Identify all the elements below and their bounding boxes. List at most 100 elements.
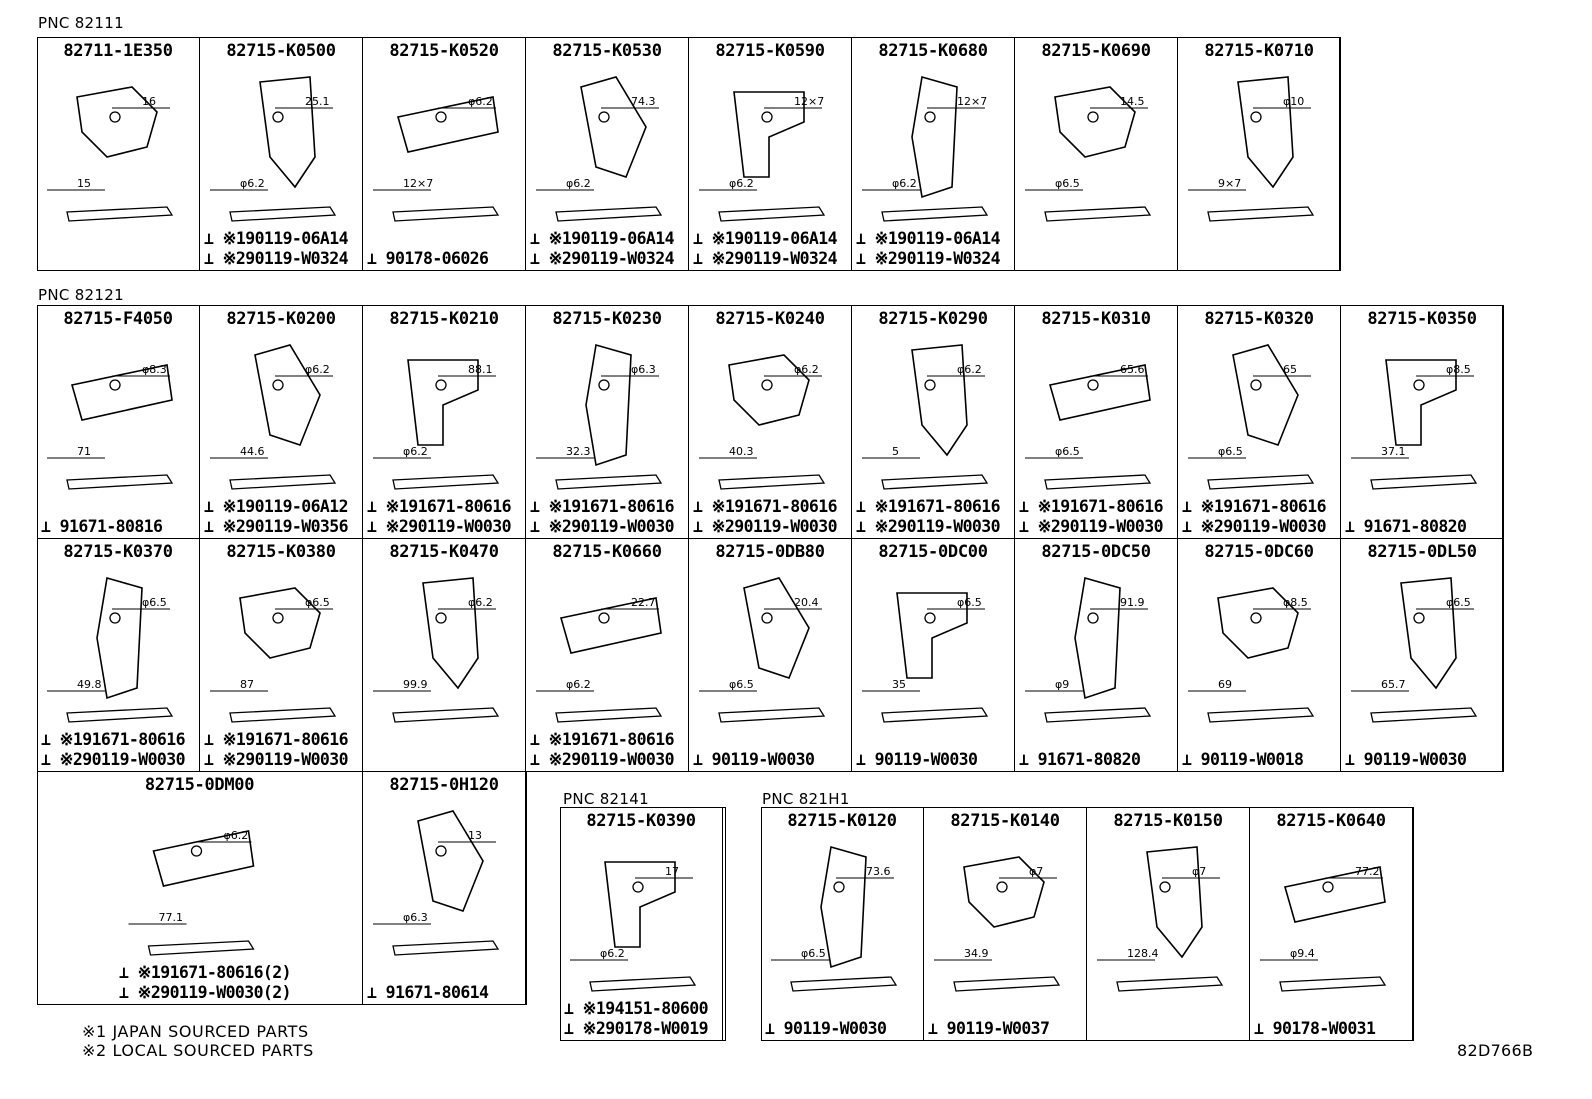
bolt-icon: ⊥ bbox=[856, 750, 875, 769]
fastener-line: ⊥ ※191671-80616 bbox=[856, 497, 1001, 516]
part-number: 82715-0DC50 bbox=[1041, 542, 1151, 562]
dimension-label: φ6.5 bbox=[729, 678, 754, 691]
fastener-line: ⊥ ※194151-80600 bbox=[564, 999, 709, 1018]
bracket-outline bbox=[1217, 587, 1299, 659]
fastener-line: ⊥ ※290119-W0324 bbox=[204, 249, 349, 268]
bolt-icon: ⊥ bbox=[1182, 497, 1201, 516]
dimension-label: φ6.2 bbox=[240, 177, 265, 190]
mounting-hole-icon bbox=[435, 111, 447, 123]
bolt-icon: ⊥ bbox=[693, 517, 712, 536]
bracket-outline bbox=[1283, 866, 1386, 923]
part-number: 82715-K0120 bbox=[787, 811, 897, 831]
fastener-part-number: 90178-W0031 bbox=[1272, 1019, 1376, 1038]
dimension-label: 20.4 bbox=[794, 596, 819, 609]
dimension-label: φ8.5 bbox=[1446, 363, 1471, 376]
mounting-hole-icon bbox=[924, 379, 936, 391]
bracket-drawing: φ6.535 bbox=[862, 592, 989, 723]
bracket-outline bbox=[1146, 846, 1203, 959]
bracket-outline bbox=[1074, 576, 1121, 700]
part-number: 82715-K0390 bbox=[586, 811, 696, 831]
bolt-icon: ⊥ bbox=[204, 249, 223, 268]
fastener-part-number: ※191671-80616 bbox=[1200, 497, 1327, 516]
fastener-line: ⊥ ※191671-80616 bbox=[204, 730, 349, 749]
fastener-part-number: ※191671-80616(2) bbox=[137, 963, 292, 982]
dimension-label: 77.2 bbox=[1355, 865, 1380, 878]
bracket-drawing: 91.9φ9 bbox=[1025, 576, 1152, 723]
bolt-icon: ⊥ bbox=[564, 1019, 583, 1038]
dimension-label: 15 bbox=[77, 177, 91, 190]
group-label-82121: PNC 82121 bbox=[38, 286, 124, 304]
dimension-label: 73.6 bbox=[866, 865, 891, 878]
bracket-outline bbox=[152, 830, 255, 887]
bracket-side-view bbox=[1207, 474, 1315, 490]
dimension-label: 69 bbox=[1218, 678, 1232, 691]
bolt-icon: ⊥ bbox=[1254, 1019, 1273, 1038]
bracket-drawing: φ6.565.7 bbox=[1351, 577, 1478, 723]
bracket-drawing: φ6.25 bbox=[862, 344, 989, 490]
part-number: 82715-K0500 bbox=[226, 41, 336, 61]
bracket-side-view bbox=[229, 206, 337, 222]
bracket-drawing: φ8.371 bbox=[47, 363, 174, 490]
dimension-label: 87 bbox=[240, 678, 254, 691]
dimension-label: φ6.5 bbox=[142, 596, 167, 609]
bolt-icon: ⊥ bbox=[564, 999, 583, 1018]
mounting-hole-icon bbox=[109, 379, 121, 391]
part-number: 82715-K0690 bbox=[1041, 41, 1151, 61]
bolt-icon: ⊥ bbox=[693, 229, 712, 248]
bracket-drawing: φ6.299.9 bbox=[373, 577, 500, 723]
fastener-part-number: ※191671-80616 bbox=[874, 497, 1001, 516]
bracket-outline bbox=[963, 856, 1045, 928]
bracket-side-view bbox=[392, 474, 500, 490]
fastener-line: ⊥ ※290119-W0324 bbox=[856, 249, 1001, 268]
part-number: 82715-0DC00 bbox=[878, 542, 988, 562]
bolt-icon: ⊥ bbox=[41, 750, 60, 769]
bracket-side-view bbox=[229, 474, 337, 490]
bracket-side-view bbox=[1044, 707, 1152, 723]
fastener-line: ⊥ ※190119-06A14 bbox=[856, 229, 1001, 248]
mounting-hole-icon bbox=[761, 379, 773, 391]
dimension-label: 14.5 bbox=[1120, 95, 1145, 108]
fastener-line: ⊥ ※290119-W0030 bbox=[1182, 517, 1327, 536]
fastener-part-number: ※191671-80616 bbox=[548, 730, 675, 749]
part-number: 82711-1E350 bbox=[63, 41, 173, 61]
bracket-outline bbox=[1054, 86, 1136, 158]
part-number: 82715-K0290 bbox=[878, 309, 988, 329]
bracket-outline bbox=[259, 76, 316, 189]
part-number: 82715-K0520 bbox=[389, 41, 499, 61]
fastener-part-number: ※290119-W0324 bbox=[874, 249, 1001, 268]
part-number: 82715-0H120 bbox=[389, 775, 499, 795]
bracket-outline bbox=[396, 96, 499, 153]
dimension-label: 88.1 bbox=[468, 363, 493, 376]
part-number: 82715-0DC60 bbox=[1204, 542, 1314, 562]
bracket-side-view bbox=[718, 206, 826, 222]
bracket-outline bbox=[70, 364, 173, 421]
dimension-label: 65.6 bbox=[1120, 363, 1145, 376]
part-number: 82715-K0710 bbox=[1204, 41, 1314, 61]
bolt-icon: ⊥ bbox=[204, 229, 223, 248]
dimension-label: φ6.5 bbox=[1446, 596, 1471, 609]
bolt-icon: ⊥ bbox=[693, 750, 712, 769]
mounting-hole-icon bbox=[1250, 111, 1262, 123]
fastener-part-number: ※290119-W0324 bbox=[222, 249, 349, 268]
fastener-part-number: ※190119-06A14 bbox=[711, 229, 838, 248]
fastener-line: ⊥ ※290119-W0030 bbox=[856, 517, 1001, 536]
dimension-label: 74.3 bbox=[631, 95, 656, 108]
dimension-label: 44.6 bbox=[240, 445, 265, 458]
mounting-hole-icon bbox=[632, 881, 644, 893]
dimension-label: 12×7 bbox=[957, 95, 987, 108]
fastener-line: ⊥ 90178-W0031 bbox=[1254, 1019, 1376, 1038]
dimension-label: 77.1 bbox=[159, 911, 184, 924]
dimension-label: φ6.2 bbox=[566, 678, 591, 691]
